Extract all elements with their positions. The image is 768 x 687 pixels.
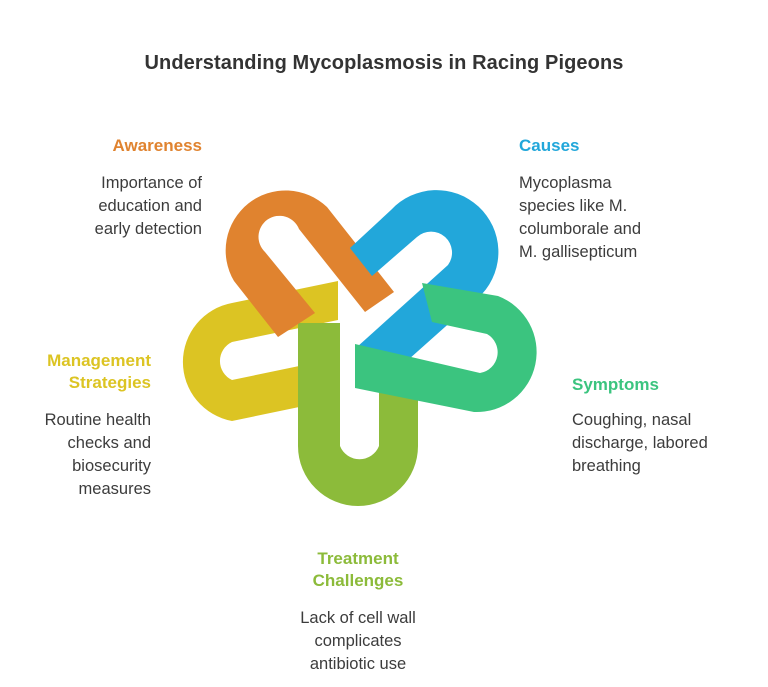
causes-desc-line: species like M. xyxy=(519,197,628,215)
management-desc-line: Routine health xyxy=(44,411,151,429)
management-description: Routine health checks and biosecurity me… xyxy=(10,409,151,501)
causes-desc-line: columborale and xyxy=(519,220,641,238)
page-title: Understanding Mycoplasmosis in Racing Pi… xyxy=(144,52,624,74)
treatment-loop xyxy=(298,323,418,506)
causes-description: Mycoplasma species like M. columborale a… xyxy=(519,172,739,264)
awareness-label: Awareness xyxy=(112,136,202,155)
symptoms-desc-line: breathing xyxy=(572,457,641,475)
awareness-description: Importance of education and early detect… xyxy=(20,172,202,241)
causes-loop xyxy=(350,190,499,376)
awareness-desc-line: early detection xyxy=(94,220,202,238)
symptoms-label: Symptoms xyxy=(572,375,659,394)
treatment-desc-line: antibiotic use xyxy=(309,655,407,673)
management-label: Management Strategies xyxy=(20,350,151,394)
management-desc-line: biosecurity xyxy=(72,457,151,475)
treatment-desc-line: Lack of cell wall xyxy=(300,609,416,627)
management-label-line: Strategies xyxy=(68,373,151,392)
management-desc-line: checks and xyxy=(67,434,151,452)
awareness-desc-line: education and xyxy=(98,197,202,215)
causes-desc-line: Mycoplasma xyxy=(519,174,612,192)
treatment-description: Lack of cell wall complicates antibiotic… xyxy=(258,607,458,676)
symptoms-description: Coughing, nasal discharge, labored breat… xyxy=(572,409,762,478)
symptoms-desc-line: Coughing, nasal xyxy=(572,411,692,429)
symptoms-desc-line: discharge, labored xyxy=(572,434,708,452)
treatment-label-line: Challenges xyxy=(312,571,404,590)
management-desc-line: measures xyxy=(78,480,151,498)
awareness-desc-line: Importance of xyxy=(101,174,202,192)
treatment-desc-line: complicates xyxy=(314,632,402,650)
treatment-label: Treatment Challenges xyxy=(258,548,458,592)
treatment-label-line: Treatment xyxy=(317,549,399,568)
causes-label: Causes xyxy=(519,136,580,155)
awareness-loop xyxy=(225,190,394,337)
symptoms-loop xyxy=(355,283,537,413)
management-label-line: Management xyxy=(47,351,151,370)
causes-desc-line: M. gallisepticum xyxy=(519,243,638,261)
